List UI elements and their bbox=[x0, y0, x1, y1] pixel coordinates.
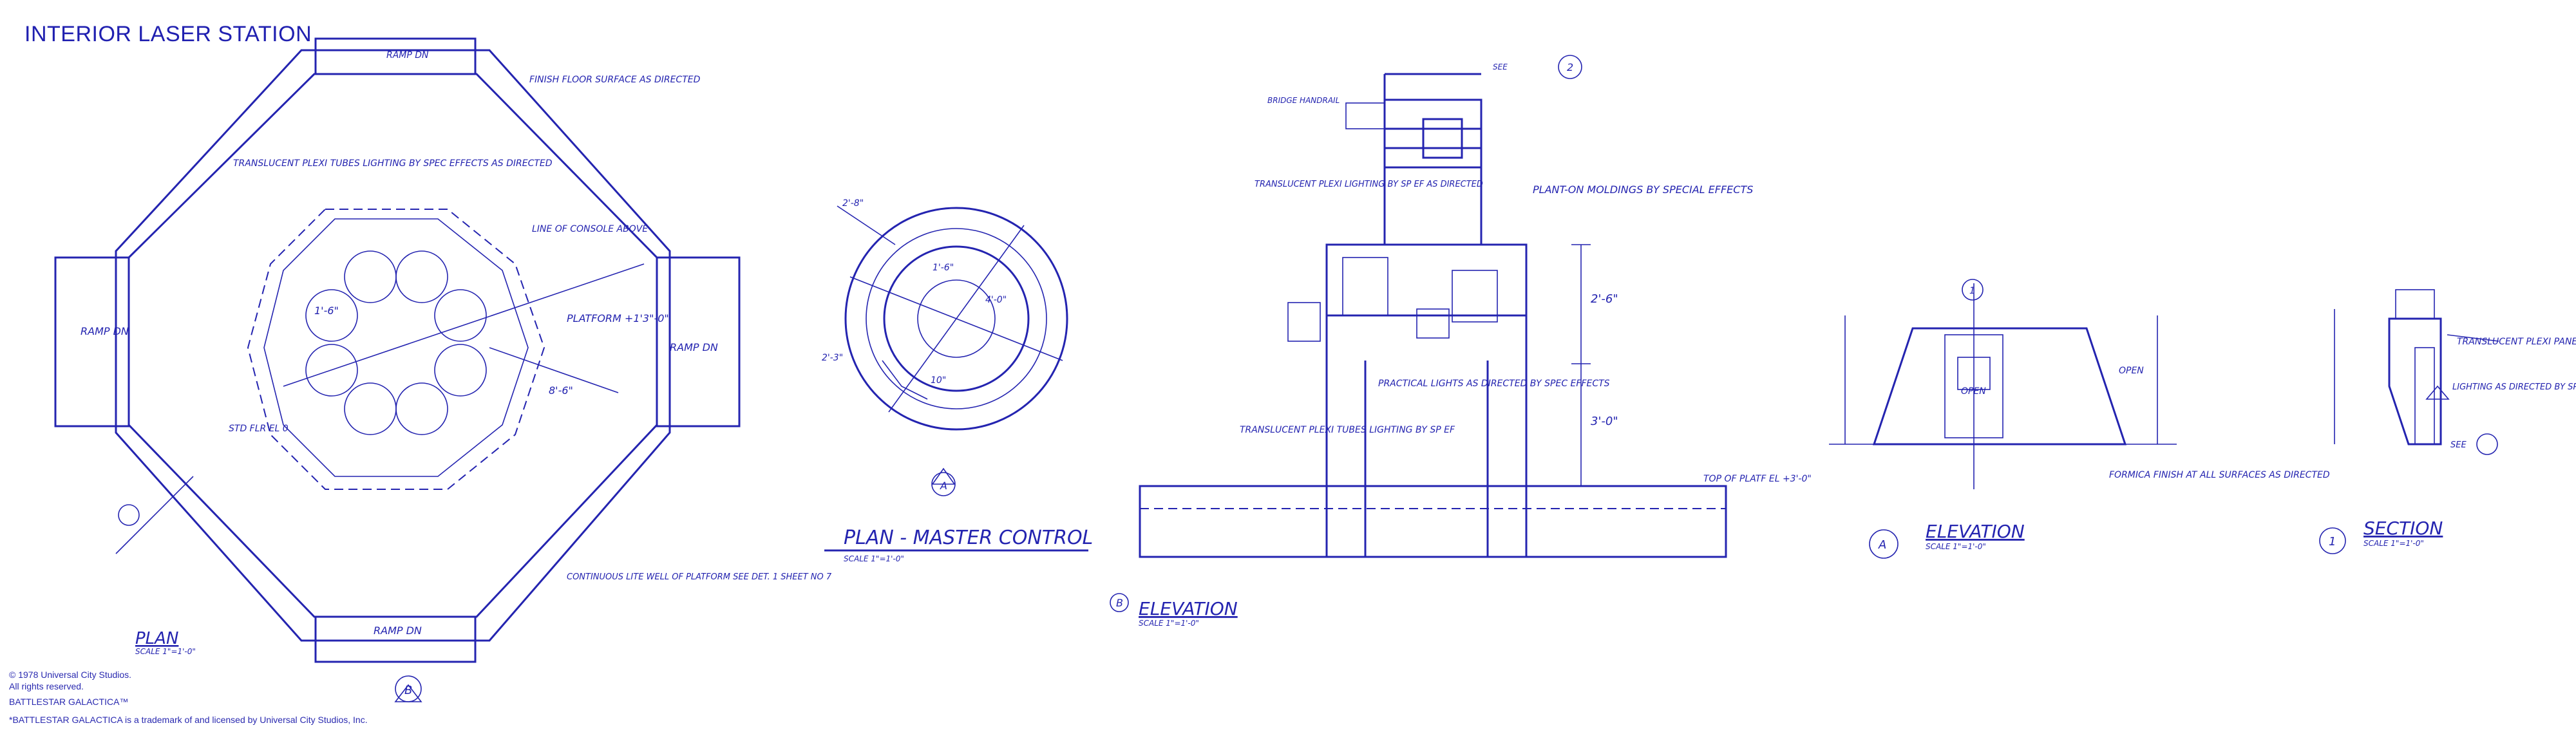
plan-ramp-bottom: RAMP DN bbox=[374, 624, 422, 637]
brand-line: BATTLESTAR GALACTICA™ bbox=[9, 697, 129, 707]
section-lighting-note: LIGHTING AS DIRECTED BY SPEC EFFECTS bbox=[2452, 382, 2576, 392]
section-panel-note: TRANSLUCENT PLEXI PANEL bbox=[2457, 337, 2576, 347]
master-dim-4: 2'-8" bbox=[842, 198, 864, 209]
section-marker bbox=[2319, 527, 2346, 554]
trademark-line: *BATTLESTAR GALACTICA is a trademark of … bbox=[9, 715, 368, 725]
section-marker-1 bbox=[118, 504, 140, 526]
plan-ramp-left: RAMP DN bbox=[80, 325, 129, 337]
plan-view bbox=[54, 37, 741, 702]
master-control-label: PLAN - MASTER CONTROL bbox=[844, 527, 1093, 549]
elevation-b-marker-label: B bbox=[1116, 597, 1123, 609]
master-dim-2: 4'-0" bbox=[985, 295, 1007, 305]
finish-floor-note: FINISH FLOOR SURFACE AS DIRECTED bbox=[529, 75, 701, 85]
elevation-b-plexi-note: TRANSLUCENT PLEXI LIGHTING BY SP EF AS D… bbox=[1255, 180, 1483, 189]
elevation-a-marker bbox=[1869, 529, 1899, 559]
bridge-handrail-note: BRIDGE HANDRAIL bbox=[1267, 96, 1340, 105]
plant-on-moldings-note: PLANT-ON MOLDINGS BY SPECIAL EFFECTS bbox=[1533, 183, 1753, 196]
practical-lights-note: PRACTICAL LIGHTS AS DIRECTED BY SPEC EFF… bbox=[1378, 379, 1610, 389]
elevation-a-open-panel: OPEN bbox=[1961, 386, 1986, 397]
std-floor-note: STD FLR EL 0 bbox=[229, 424, 289, 434]
master-control-scale: SCALE 1"=1'-0" bbox=[844, 554, 904, 563]
elevation-b-dim-1: 2'-6" bbox=[1591, 292, 1618, 306]
section-marker-label: 1 bbox=[2329, 535, 2336, 549]
section-see-note: SEE bbox=[2450, 440, 2467, 450]
plan-dim-radius: 8'-6" bbox=[549, 384, 573, 397]
master-control-plan bbox=[837, 205, 1068, 496]
section-see-marker bbox=[2476, 433, 2498, 455]
elevation-a-label: ELEVATION bbox=[1926, 521, 2025, 542]
master-marker-a bbox=[931, 472, 956, 496]
ramp-right bbox=[656, 256, 741, 427]
section-scale: SCALE 1"=1'-0" bbox=[2363, 539, 2424, 548]
elevation-a-center-label: 1 bbox=[1969, 286, 1975, 296]
plan-marker-b bbox=[395, 675, 422, 702]
elevation-a-view bbox=[1829, 279, 2177, 559]
elevation-b-detail-marker bbox=[1558, 55, 1582, 79]
elevation-b-scale: SCALE 1"=1'-0" bbox=[1139, 619, 1199, 628]
elevation-b-dim-2: 3'-0" bbox=[1591, 415, 1618, 428]
elevation-a-scale: SCALE 1"=1'-0" bbox=[1926, 542, 1986, 551]
master-dim-3: 2'-3" bbox=[822, 353, 843, 363]
plan-scale: SCALE 1"=1'-0" bbox=[135, 647, 196, 656]
master-marker-a-label: A bbox=[940, 480, 947, 492]
line-of-console-note: LINE OF CONSOLE ABOVE bbox=[532, 224, 648, 234]
plexi-tube-ring bbox=[305, 250, 487, 435]
copyright-line: © 1978 Universal City Studios. bbox=[9, 670, 132, 680]
rights-line: All rights reserved. bbox=[9, 681, 84, 691]
plan-plexi-note: TRANSLUCENT PLEXI TUBES LIGHTING BY SPEC… bbox=[233, 158, 553, 169]
page-title: INTERIOR LASER STATION bbox=[24, 22, 312, 46]
elevation-b-detail: 2 bbox=[1567, 61, 1573, 73]
top-of-platform-note: TOP OF PLATF EL +3'-0" bbox=[1703, 474, 1812, 484]
section-label: SECTION bbox=[2363, 518, 2443, 539]
plan-ramp-top: RAMP DN bbox=[386, 50, 429, 61]
master-dim-1: 1'-6" bbox=[933, 263, 954, 273]
elevation-b-see-note: SEE bbox=[1493, 62, 1508, 71]
translucent-tubes-note: TRANSLUCENT PLEXI TUBES LIGHTING BY SP E… bbox=[1240, 425, 1455, 435]
platform-note: PLATFORM +1'3"-0" bbox=[567, 312, 669, 324]
formica-note: FORMICA FINISH AT ALL SURFACES AS DIRECT… bbox=[2109, 470, 2330, 480]
elevation-b-label: ELEVATION bbox=[1139, 598, 1238, 619]
elevation-a-marker-label: A bbox=[1878, 538, 1886, 552]
section-view bbox=[2319, 289, 2499, 554]
elevation-b-marker bbox=[1110, 593, 1129, 612]
plan-marker-b-label: B bbox=[404, 684, 412, 697]
open-note: OPEN bbox=[2119, 366, 2144, 376]
plan-ramp-right: RAMP DN bbox=[670, 341, 718, 353]
ramp-bottom bbox=[314, 615, 477, 663]
ramp-left bbox=[54, 256, 130, 427]
plan-dim-inner: 1'-6" bbox=[314, 305, 339, 317]
elevation-a-center-marker bbox=[1962, 279, 1984, 301]
continuous-note: CONTINUOUS LITE WELL OF PLATFORM SEE DET… bbox=[567, 572, 832, 582]
plan-label: PLAN bbox=[135, 629, 178, 648]
ramp-top bbox=[314, 37, 477, 75]
elevation-b-view bbox=[1110, 73, 1727, 612]
master-dim-5: 10" bbox=[931, 375, 946, 386]
